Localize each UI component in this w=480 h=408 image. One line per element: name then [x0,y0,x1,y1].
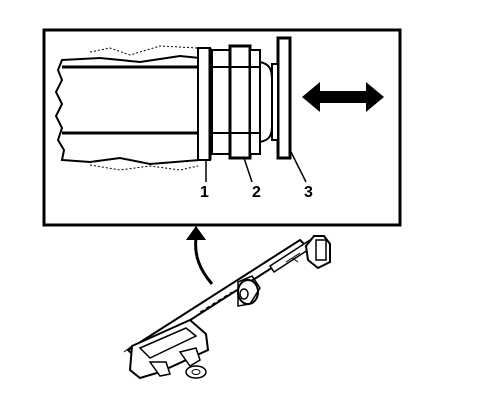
rod-assembly [123,235,331,380]
callout-3: 3 [304,184,313,201]
part-1-housing [197,47,212,161]
part-3-flange [259,36,292,160]
double-headed-arrow-icon [302,82,384,112]
callout-2: 2 [252,184,261,201]
shaft-detail [54,45,210,171]
callout-1: 1 [200,184,209,201]
part-2-seal [211,44,261,160]
curved-arrow-icon [186,226,214,285]
leader-lines [205,149,307,183]
